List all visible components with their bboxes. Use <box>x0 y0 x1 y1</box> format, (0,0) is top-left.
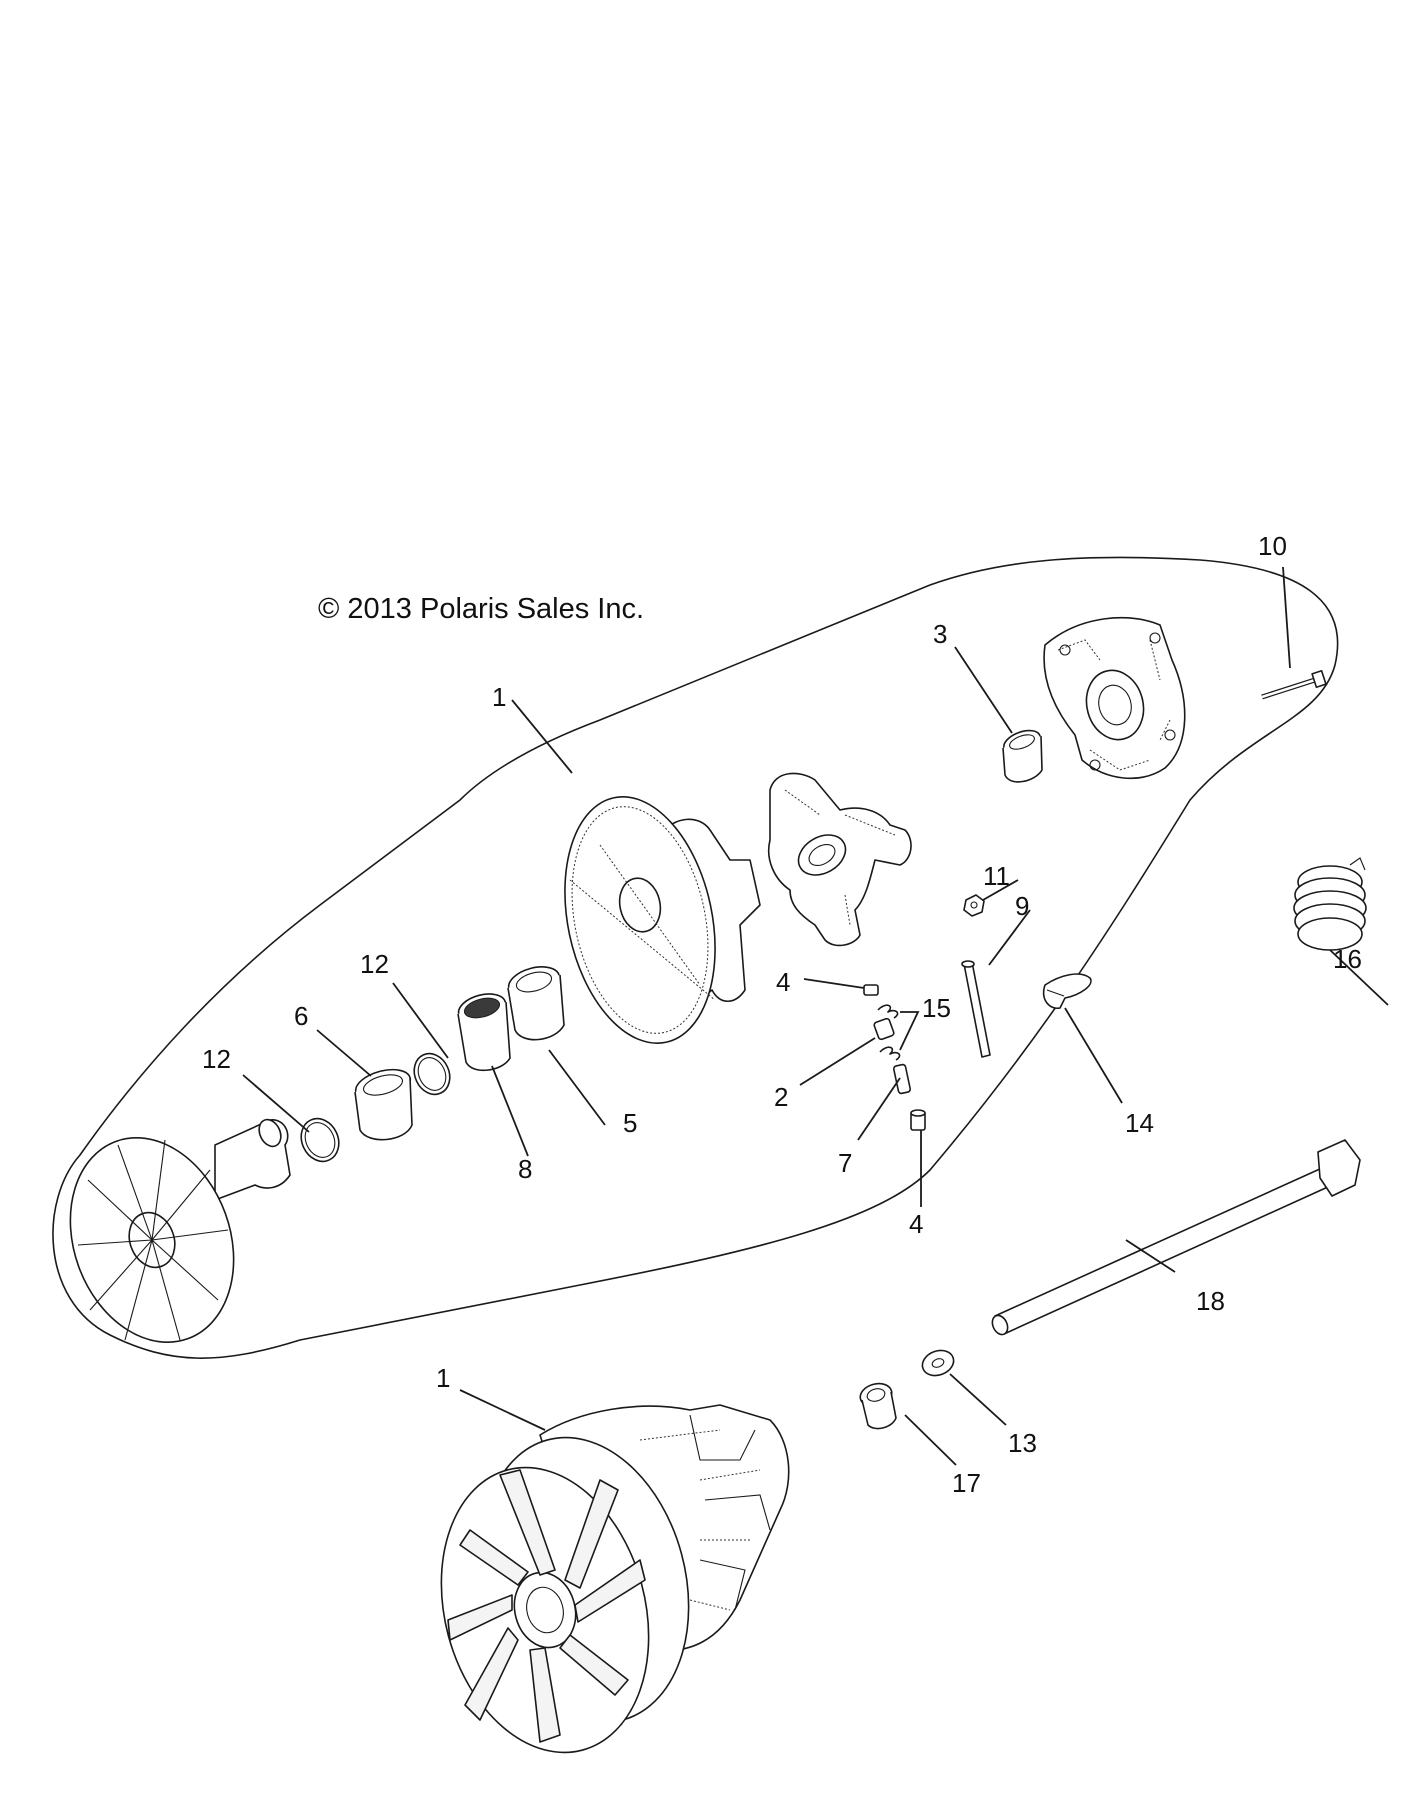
callout-2: 2 <box>774 1082 788 1112</box>
callout-12-lower: 12 <box>202 1044 231 1074</box>
part-10-bolt <box>1261 669 1327 700</box>
callout-15: 15 <box>922 993 951 1023</box>
part-7-pin <box>892 1063 912 1095</box>
copyright-text: © 2013 Polaris Sales Inc. <box>318 593 644 625</box>
part-moveable-sheave <box>564 796 761 1044</box>
part-2-roller <box>873 1017 895 1041</box>
callout-7: 7 <box>838 1148 852 1178</box>
callout-12-upper: 12 <box>360 949 389 979</box>
part-14-shoe <box>1042 973 1092 1010</box>
callout-13: 13 <box>1008 1428 1037 1458</box>
part-cover-plate <box>1043 616 1186 780</box>
callout-16: 16 <box>1333 944 1362 974</box>
part-3-bushing <box>1002 729 1043 783</box>
callout-3: 3 <box>933 619 947 649</box>
callout-4-upper: 4 <box>776 967 790 997</box>
part-stationary-sheave <box>69 1118 291 1344</box>
part-9-pin <box>961 960 991 1058</box>
part-17-flange-bushing <box>859 1382 897 1430</box>
callout-5: 5 <box>623 1108 637 1138</box>
part-12-oring-lower <box>300 1117 340 1163</box>
callout-9: 9 <box>1015 891 1029 921</box>
part-15-spring <box>877 1004 901 1061</box>
part-16-spring <box>1293 857 1367 951</box>
callout-6: 6 <box>294 1001 308 1031</box>
callout-11: 11 <box>983 861 1010 891</box>
part-6-spacer <box>354 1068 413 1141</box>
leader-lines <box>242 566 1389 1466</box>
part-8-bushing <box>457 993 511 1071</box>
callout-1-upper: 1 <box>492 682 506 712</box>
callout-10: 10 <box>1258 531 1287 561</box>
callout-17: 17 <box>952 1468 981 1498</box>
part-1-clutch-assembly <box>440 1404 790 1754</box>
part-spider <box>768 772 912 947</box>
part-4-setscrew <box>910 1109 926 1131</box>
part-11-nut <box>963 894 985 917</box>
part-12-oring-upper <box>413 1052 451 1096</box>
callout-4-lower: 4 <box>909 1209 923 1239</box>
callout-14: 14 <box>1125 1108 1154 1138</box>
callout-18: 18 <box>1196 1286 1225 1316</box>
part-5-bushing <box>507 966 565 1041</box>
part-18-bolt <box>991 1139 1361 1336</box>
part-13-washer <box>921 1349 955 1377</box>
callout-1-lower: 1 <box>436 1363 450 1393</box>
callout-8: 8 <box>518 1154 532 1184</box>
part-4-roller <box>863 984 879 996</box>
callout-labels: 10 3 1 11 9 16 12 4 15 6 12 2 5 14 8 7 4… <box>202 531 1362 1498</box>
assembly-boundary <box>52 556 1339 1359</box>
